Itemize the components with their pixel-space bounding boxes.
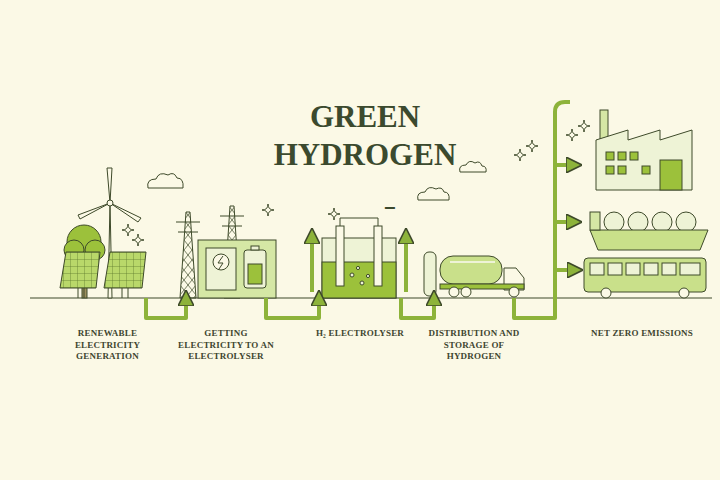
stage-box: DISTRIBUTION AND STORAGE OF HYDROGEN (420, 240, 528, 298)
pylons (176, 206, 244, 298)
branch-arrows (555, 102, 574, 272)
stage-box: NET ZERO EMISSIONS (575, 110, 709, 298)
stage-caption: GETTING ELECTRICITY TO AN ELECTROLYSER (174, 328, 278, 363)
stage-caption: DISTRIBUTION AND STORAGE OF HYDROGEN (422, 328, 526, 363)
stage-caption: NET ZERO EMISSIONS (590, 328, 694, 340)
stage-box: GETTING ELECTRICITY TO AN ELECTROLYSER (172, 200, 280, 298)
stage-box: RENEWABLE ELECTRICITY GENERATION (55, 185, 160, 298)
solar-panels (60, 252, 146, 298)
diagram-title: GREEN HYDROGEN (255, 98, 475, 174)
flow-arrow (514, 270, 575, 318)
electrolyser (312, 218, 406, 298)
factory (596, 110, 692, 190)
tanker-ship (590, 212, 708, 250)
stage-caption: H₂ ELECTROLYSER (308, 328, 412, 340)
bus (584, 258, 706, 298)
flow-arrow (266, 298, 319, 318)
flow-arrow (146, 298, 186, 318)
hydrogen-truck (424, 252, 524, 297)
grid-station (198, 240, 276, 298)
stage-caption: RENEWABLE ELECTRICITY GENERATION (56, 328, 160, 363)
polarity-sign: − (383, 198, 396, 217)
stage-box: H₂ ELECTROLYSER (305, 210, 415, 298)
flow-arrow (401, 298, 434, 318)
